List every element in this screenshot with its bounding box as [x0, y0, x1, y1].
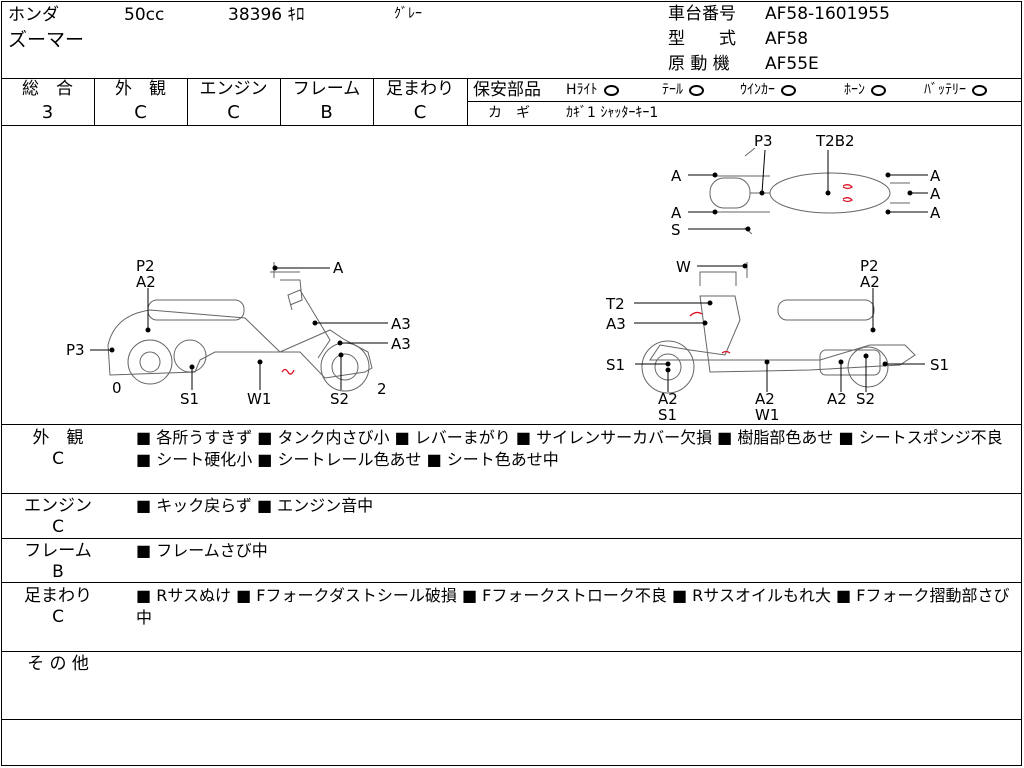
safety-horn: ﾎｰﾝ [844, 83, 886, 97]
divider [1, 424, 1022, 425]
diagram-label: P2 [136, 257, 155, 275]
diagram-label: A2 [827, 390, 847, 408]
remark-engine-label: エンジン [24, 496, 92, 516]
diagram-label: T2B2 [815, 132, 855, 150]
diagram-label: S1 [658, 406, 677, 424]
remark-suspension-label: 足まわり [24, 586, 92, 606]
overall-grade: 3 [41, 102, 54, 123]
divider [1, 493, 1022, 494]
diagram-label: A3 [391, 335, 411, 353]
divider [1, 78, 1022, 79]
diagram-label: A3 [606, 315, 626, 333]
diagram-label: A [930, 204, 941, 222]
ok-circle-icon [871, 84, 886, 96]
engine-model-label: 原 動 機 [668, 54, 730, 74]
ok-circle-icon [972, 84, 987, 96]
diagram-label: A [671, 204, 682, 222]
engine-grade: C [227, 102, 240, 123]
engine-model-value: AF55E [765, 54, 819, 74]
diagram-label: A [930, 185, 941, 203]
exterior-grade: C [134, 102, 147, 123]
diagram-label: A [671, 167, 682, 185]
ok-circle-icon [689, 84, 704, 96]
diagram-label: A2 [860, 273, 880, 291]
divider [280, 78, 281, 125]
ok-circle-icon [603, 84, 619, 96]
diagram-label: A2 [755, 390, 775, 408]
frame-no: AF58-1601955 [765, 4, 890, 24]
remark-frame-grade: B [52, 562, 64, 582]
divider [1, 582, 1022, 583]
remark-frame-label: フレーム [24, 541, 92, 561]
safety-label: 保安部品 [473, 80, 541, 100]
mileage: 38396 ｷﾛ [228, 5, 305, 25]
diagram-label: A2 [136, 273, 156, 291]
divider [1, 538, 1022, 539]
engine-label: エンジン [199, 79, 268, 99]
divider [187, 78, 188, 125]
divider [467, 101, 1022, 102]
ok-circle-icon [781, 84, 796, 96]
diagram-label: P3 [66, 341, 85, 359]
remark-engine-text: ■ キック戻らず ■ エンジン音中 [136, 496, 374, 515]
suspension-label: 足まわり [386, 79, 454, 99]
overall-label: 総 合 [22, 79, 73, 99]
diagram-label: A3 [391, 315, 411, 333]
diagram-label: P2 [860, 257, 879, 275]
divider [1, 125, 1022, 126]
diagram-label: W [676, 258, 691, 276]
diagram-label: S2 [330, 390, 349, 408]
divider [94, 78, 95, 125]
remark-other-label: そ の 他 [27, 654, 89, 674]
diagram-label: S1 [606, 356, 625, 374]
diagram-label: S [671, 221, 681, 239]
type-value: AF58 [765, 29, 809, 49]
divider [373, 78, 374, 125]
remark-exterior-label: 外 観 [32, 428, 84, 448]
displacement: 50cc [124, 5, 165, 25]
maker: ホンダ [8, 5, 59, 25]
remark-suspension-text: ■ Rサスぬけ ■ Fフォークダストシール破損 ■ Fフォークストローク不良 ■… [136, 586, 1010, 627]
scooter-damage-diagram: P2 A2 A A3 A3 P3 0 S1 W1 S2 2 W P2 A2 T2… [66, 132, 949, 424]
frame-grade: B [320, 102, 333, 123]
suspension-grade: C [413, 102, 427, 123]
model-name: ズーマー [8, 29, 85, 51]
diagram-label: W1 [247, 390, 271, 408]
type-label: 型 式 [668, 29, 736, 49]
diagram-label: A [930, 167, 941, 185]
remark-suspension-grade: C [52, 607, 64, 627]
frame-no-label: 車台番号 [668, 4, 736, 24]
diagram-label: S1 [930, 356, 949, 374]
diagram-label: W1 [755, 406, 779, 424]
diagram-label: P3 [754, 132, 773, 150]
safety-tail: ﾃｰﾙ [662, 83, 704, 97]
diagram-label: T2 [605, 295, 625, 313]
diagram-label: 0 [112, 379, 122, 397]
remark-frame-text: ■ フレームさび中 [136, 541, 268, 560]
diagram-label: S2 [856, 390, 875, 408]
divider [467, 78, 468, 125]
diagram-label: S1 [180, 390, 199, 408]
safety-winker: ｳｲﾝｶｰ [740, 83, 796, 97]
remark-exterior-grade: C [52, 449, 64, 469]
diagram-label: A2 [658, 390, 678, 408]
exterior-label: 外 観 [115, 79, 166, 99]
divider [1, 719, 1022, 720]
color: ｸﾞﾚｰ [394, 6, 422, 22]
key-label: カ ギ [488, 105, 530, 121]
remark-engine-grade: C [52, 517, 64, 537]
key-value: ｶｷﾞ1 ｼｬｯﾀｰｷｰ1 [566, 105, 659, 121]
diagram-label: 2 [377, 380, 387, 398]
divider [1, 651, 1022, 652]
safety-headlight: Hﾗｲﾄ [566, 83, 619, 97]
frame-label: フレーム [292, 79, 361, 99]
remark-exterior-text: ■ 各所うすきず ■ タンク内さび小 ■ レバーまがり ■ サイレンサーカバー欠… [136, 428, 1003, 469]
safety-battery: ﾊﾞｯﾃﾘｰ [924, 83, 987, 97]
diagram-label: A [333, 259, 344, 277]
